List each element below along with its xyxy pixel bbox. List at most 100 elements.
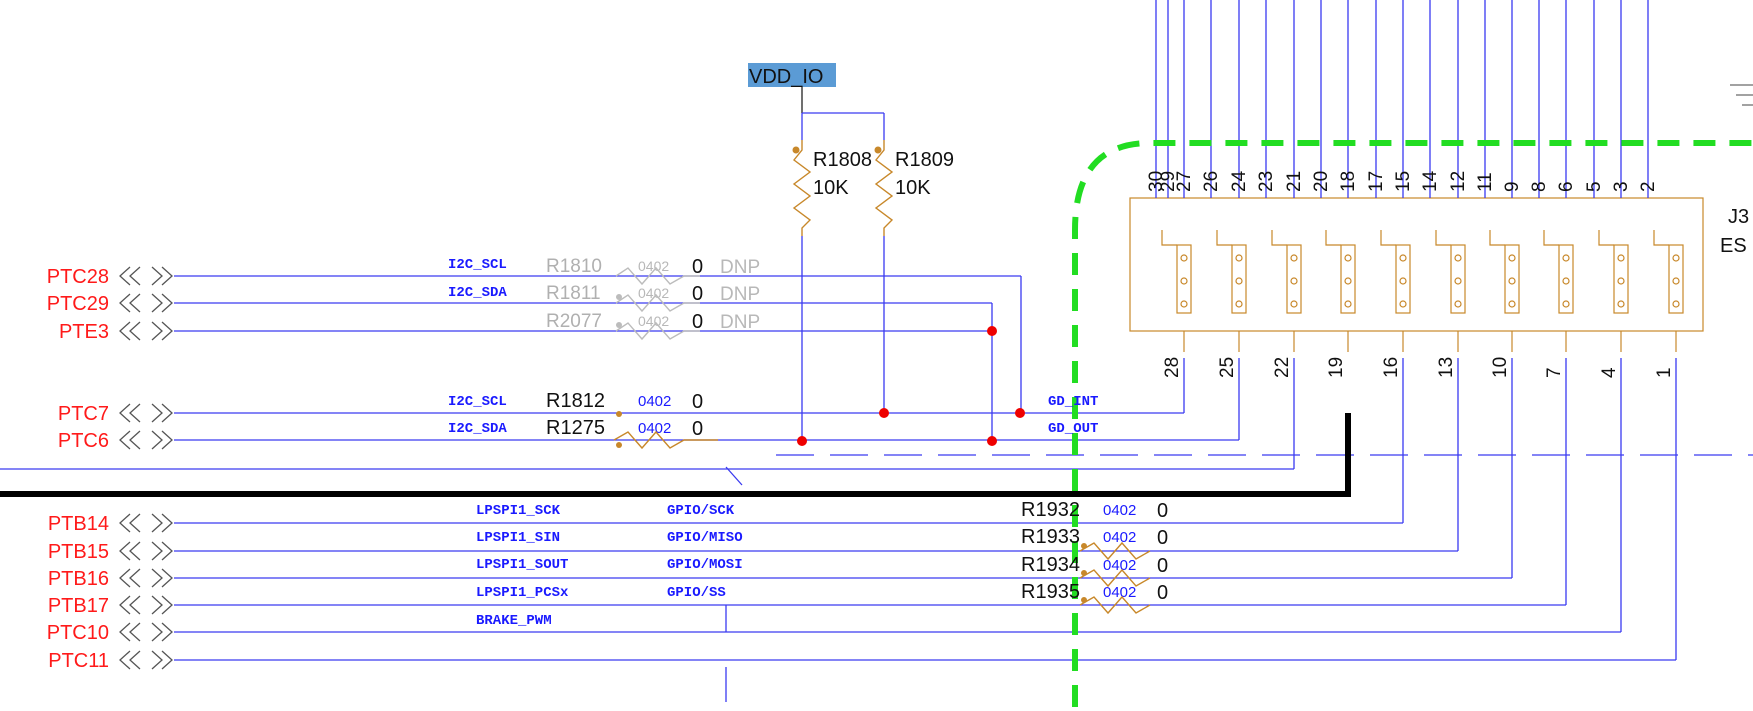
junction-dot bbox=[879, 408, 889, 418]
net-gpio-sck: GPIO/SCK bbox=[667, 503, 735, 519]
connector-pin-cell bbox=[1668, 244, 1684, 314]
net-i2c-scl-bot: I2C_SCL bbox=[448, 394, 507, 410]
r1933-value: 0 bbox=[1157, 527, 1168, 549]
port-label: PTC10 bbox=[47, 622, 109, 644]
pin-number: 7 bbox=[1544, 367, 1565, 378]
port-ptc11: PTC11 bbox=[48, 650, 173, 672]
r1811-ref: R1811 bbox=[546, 283, 601, 304]
net-spi-sout: LPSPI1_SOUT bbox=[476, 557, 568, 573]
r1933-pkg: 0402 bbox=[1103, 529, 1136, 546]
port-ptc6: PTC6 bbox=[58, 430, 173, 452]
pin-number: 13 bbox=[1436, 357, 1457, 378]
connector-pin-cell bbox=[1613, 244, 1629, 314]
r1810-value: 0 bbox=[692, 256, 703, 278]
port-label: PTB17 bbox=[48, 595, 109, 617]
r1935-symbol bbox=[1079, 595, 1151, 615]
r1933-symbol bbox=[1079, 541, 1151, 561]
port-label: PTC29 bbox=[47, 293, 109, 315]
r1932-pkg: 0402 bbox=[1103, 502, 1136, 519]
connector-pin-hole bbox=[1180, 277, 1188, 285]
net-i2c-sda-bot: I2C_SDA bbox=[448, 421, 507, 437]
connector-partial-label: ES bbox=[1720, 235, 1747, 257]
port-label: PTC6 bbox=[58, 430, 109, 452]
pin-number: 18 bbox=[1338, 171, 1359, 192]
pin-number: 30 bbox=[1146, 171, 1167, 192]
connector-pin-hole bbox=[1617, 254, 1625, 262]
r1933-ref: R1933 bbox=[1021, 526, 1080, 548]
connector-pin-hole bbox=[1508, 254, 1516, 262]
pin-number: 28 bbox=[1162, 357, 1183, 378]
pin-number: 20 bbox=[1311, 171, 1332, 192]
connector-pin-hole bbox=[1290, 300, 1298, 308]
r1935-pkg: 0402 bbox=[1103, 584, 1136, 601]
r1809-symbol bbox=[874, 140, 894, 236]
connector-pin-hole bbox=[1290, 277, 1298, 285]
pin-number: 14 bbox=[1420, 170, 1441, 192]
r1934-pkg: 0402 bbox=[1103, 557, 1136, 574]
connector-pin-cell bbox=[1231, 244, 1247, 314]
port-ptb16: PTB16 bbox=[48, 568, 173, 590]
connector-pin-hole bbox=[1562, 277, 1570, 285]
bidirectional-port-icon bbox=[119, 430, 173, 450]
connector-pin-hole bbox=[1508, 277, 1516, 285]
port-ptc28: PTC28 bbox=[47, 266, 173, 288]
r1935-ref: R1935 bbox=[1021, 581, 1080, 603]
r1808-symbol bbox=[792, 140, 812, 236]
port-wires bbox=[0, 275, 1677, 702]
connector-pin-hole bbox=[1454, 300, 1462, 308]
connector-pin-cell bbox=[1286, 244, 1302, 314]
r1811-note: DNP bbox=[720, 284, 760, 305]
port-list: PTC28PTC29PTE3PTC7PTC6PTB14PTB15PTB16PTB… bbox=[47, 266, 173, 672]
connector-pin-hole bbox=[1672, 254, 1680, 262]
r1275-symbol bbox=[613, 430, 718, 450]
connector-pin-cell bbox=[1340, 244, 1356, 314]
junction-dot bbox=[797, 436, 807, 446]
connector-body bbox=[1129, 197, 1704, 332]
pin-number: 26 bbox=[1201, 171, 1222, 192]
port-label: PTB15 bbox=[48, 541, 109, 563]
connector-pin-cell bbox=[1395, 244, 1411, 314]
connector-pin-cell bbox=[1558, 244, 1574, 314]
bidirectional-port-icon bbox=[119, 266, 173, 286]
connector-pin-hole bbox=[1344, 254, 1352, 262]
connector-pin-hole bbox=[1290, 254, 1298, 262]
r1932-value: 0 bbox=[1157, 500, 1168, 522]
net-gpio-mosi: GPIO/MOSI bbox=[667, 557, 743, 573]
connector-pin-cell bbox=[1176, 244, 1192, 314]
connector-top-stubs bbox=[1155, 0, 1649, 198]
junction-dot bbox=[987, 436, 997, 446]
bidirectional-port-icon bbox=[119, 321, 173, 341]
r1810-note: DNP bbox=[720, 257, 760, 278]
bidirectional-port-icon bbox=[119, 650, 173, 670]
net-i2c-scl-top: I2C_SCL bbox=[448, 257, 507, 273]
connector-bottom-stubs bbox=[1183, 331, 1677, 352]
r1934-ref: R1934 bbox=[1021, 554, 1080, 576]
connector-pin-hole bbox=[1672, 300, 1680, 308]
junction-dot bbox=[987, 326, 997, 336]
pin-number: 5 bbox=[1584, 181, 1605, 192]
pin-number: 21 bbox=[1284, 171, 1305, 192]
bidirectional-port-icon bbox=[119, 403, 173, 423]
r1934-value: 0 bbox=[1157, 555, 1168, 577]
connector-pin-hole bbox=[1180, 300, 1188, 308]
connector-pin-hole bbox=[1508, 300, 1516, 308]
port-label: PTB14 bbox=[48, 513, 109, 535]
junction-dot bbox=[1015, 408, 1025, 418]
net-i2c-sda-top: I2C_SDA bbox=[448, 285, 507, 301]
pin-number: 27 bbox=[1174, 171, 1195, 192]
vdd-io-label: VDD_IO bbox=[749, 66, 823, 88]
r1809-value: 10K bbox=[895, 177, 931, 199]
pin-number: 9 bbox=[1502, 181, 1523, 192]
port-label: PTC7 bbox=[58, 403, 109, 425]
connector-pin-hole bbox=[1399, 300, 1407, 308]
connector-pin-cells bbox=[1161, 230, 1684, 314]
pin-number: 24 bbox=[1229, 170, 1250, 192]
connector-pin-hole bbox=[1399, 254, 1407, 262]
net-brake-pwm: BRAKE_PWM bbox=[476, 613, 552, 629]
bidirectional-port-icon bbox=[119, 568, 173, 588]
port-ptb17: PTB17 bbox=[48, 595, 173, 617]
connector-pin-hole bbox=[1399, 277, 1407, 285]
r1934-symbol bbox=[1079, 568, 1151, 588]
r2077-symbol bbox=[615, 321, 700, 341]
